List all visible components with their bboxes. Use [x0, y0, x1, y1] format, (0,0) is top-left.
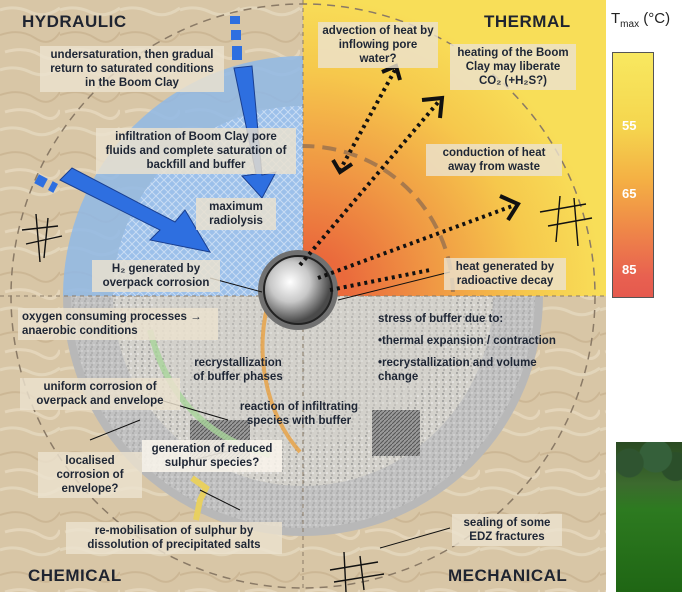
- label-uniform-corrosion: uniform corrosion of overpack and envelo…: [20, 378, 180, 410]
- landscape-photo-thumbnail: [616, 442, 682, 592]
- label-stress-recrystal: •recrystallization and volume change: [378, 356, 580, 384]
- legend-tick-85: 85: [622, 262, 636, 277]
- label-stress-block: stress of buffer due to: •thermal expans…: [374, 310, 584, 386]
- hydraulic-title: HYDRAULIC: [22, 12, 127, 32]
- thermal-title: THERMAL: [484, 12, 571, 32]
- chemical-title: CHEMICAL: [28, 566, 122, 586]
- label-heat-generated: heat generated by radioactive decay: [444, 258, 566, 290]
- label-sealing: sealing of some EDZ fractures: [452, 514, 562, 546]
- waste-canister: [264, 256, 332, 324]
- label-recrystallization: recrystallization of buffer phases: [184, 354, 292, 386]
- label-reaction-infiltrating: reaction of infiltrating species with bu…: [224, 398, 374, 430]
- label-advection: advection of heat by inflowing pore wate…: [318, 22, 438, 68]
- label-heating-boom-clay: heating of the Boom Clay may liberate CO…: [450, 44, 576, 90]
- label-stress-title: stress of buffer due to:: [378, 312, 580, 326]
- legend-title-sub: max: [620, 19, 639, 30]
- label-generation-reduced: generation of reduced sulphur species?: [142, 440, 282, 472]
- legend-title: Tmax (°C): [611, 10, 670, 30]
- label-stress-thermal: •thermal expansion / contraction: [378, 334, 580, 348]
- label-maximum-radiolysis: maximum radiolysis: [196, 198, 276, 230]
- label-h2-generated: H₂ generated by overpack corrosion: [92, 260, 220, 292]
- label-infiltration: infiltration of Boom Clay pore fluids an…: [96, 128, 296, 174]
- hatch-block-right: [372, 410, 420, 456]
- label-remobilisation: re-mobilisation of sulphur by dissolutio…: [66, 522, 282, 554]
- tree-line: [616, 442, 682, 512]
- label-oxygen-consuming: oxygen consuming processes → anaerobic c…: [18, 308, 218, 340]
- label-undersaturation: undersaturation, then gradual return to …: [40, 46, 224, 92]
- legend-title-main: T: [611, 10, 620, 27]
- mechanical-title: MECHANICAL: [448, 566, 567, 586]
- label-localised-corrosion: localised corrosion of envelope?: [38, 452, 142, 498]
- legend-tick-65: 65: [622, 186, 636, 201]
- label-conduction: conduction of heat away from waste: [426, 144, 562, 176]
- legend-tick-55: 55: [622, 118, 636, 133]
- legend-title-unit: (°C): [639, 10, 670, 27]
